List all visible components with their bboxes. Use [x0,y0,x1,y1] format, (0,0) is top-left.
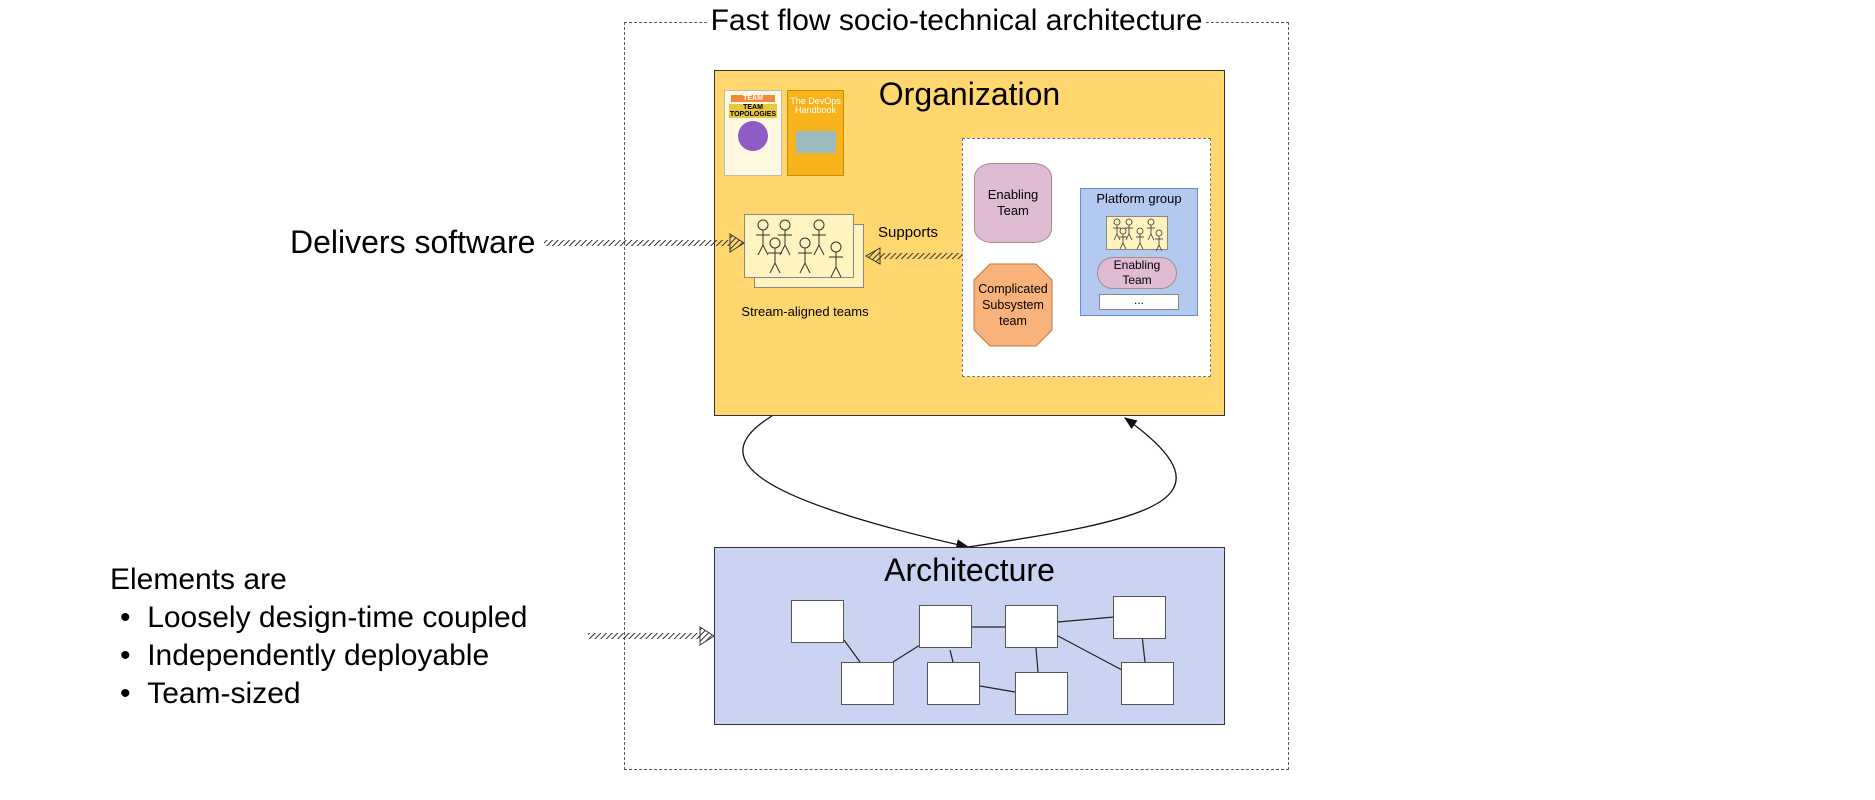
enabling-team: Enabling Team [974,163,1052,243]
architecture-component [841,662,894,705]
people-icon [756,219,843,278]
elements-bullet: • Team-sized [120,677,301,710]
platform-group-title: Platform group [1096,191,1182,206]
bullet-text: Independently deployable [147,639,490,672]
bullet-text: Loosely design-time coupled [147,601,528,634]
book-title: TEAM TOPOLOGIES [729,104,777,118]
stream-aligned-label: Stream-aligned teams [741,304,869,319]
elements-description: Elements are • Loosely design-time coupl… [110,561,527,713]
bullet-text: Team-sized [147,677,301,710]
team-topologies-book-icon: TEAM TEAM TOPOLOGIES [724,90,782,176]
elements-heading: Elements are [110,563,287,596]
people-icon [1113,218,1163,252]
organization-title: Organization [878,76,1061,112]
architecture-component [1113,596,1166,639]
devops-handbook-book-icon: The DevOps Handbook [787,90,844,176]
delivers-software-label: Delivers software [290,224,536,260]
architecture-component [1005,605,1058,648]
book-title: The DevOps Handbook [790,96,841,115]
architecture-title: Architecture [884,552,1055,588]
elements-bullet: • Loosely design-time coupled [120,601,528,634]
complicated-subsystem-team: Complicated Subsystem team [974,264,1052,346]
supports-label: Supports [878,224,939,241]
enabling-team-label: Enabling Team [987,187,1039,218]
architecture-component [927,662,980,705]
complicated-subsystem-label: Complicated Subsystem team [978,282,1048,328]
architecture-component [919,605,972,648]
stream-aligned-team-card [744,214,854,278]
platform-team-card [1106,216,1168,252]
platform-enabling-team: Enabling Team [1097,257,1177,289]
architecture-component [1121,662,1174,705]
architecture-component [791,600,844,643]
platform-enabling-label: Enabling Team [1113,258,1161,287]
diagram-title: Fast flow socio-technical architecture [624,4,1289,38]
elements-bullet: • Independently deployable [120,639,490,672]
platform-more-teams: ... [1099,294,1179,310]
architecture-component [1015,672,1068,715]
